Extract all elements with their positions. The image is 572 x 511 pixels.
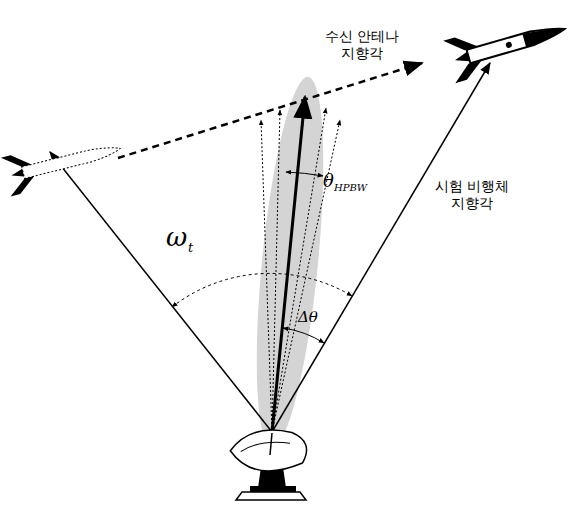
dish-antenna xyxy=(228,423,310,500)
angle-symbol: ω xyxy=(166,222,187,253)
target-line xyxy=(272,63,490,432)
angle-subscript: HPBW xyxy=(334,182,367,194)
target-line xyxy=(50,152,272,432)
angle-symbol: θ xyxy=(323,170,334,192)
rocket-ghost xyxy=(1,129,125,196)
angle-subscript: t xyxy=(188,240,193,256)
angle-arc xyxy=(286,172,323,176)
trajectory xyxy=(118,63,422,158)
antenna-pointing xyxy=(272,97,305,432)
angle-arc xyxy=(172,273,352,307)
pointing-label: 수신 안테나 지향각 xyxy=(317,28,407,62)
rocket xyxy=(443,8,570,83)
antenna-beam xyxy=(244,74,336,450)
pointing-label: 시험 비행체 지향각 xyxy=(427,178,517,212)
angle-arc xyxy=(283,328,324,343)
angle-symbol: Δθ xyxy=(298,308,318,326)
